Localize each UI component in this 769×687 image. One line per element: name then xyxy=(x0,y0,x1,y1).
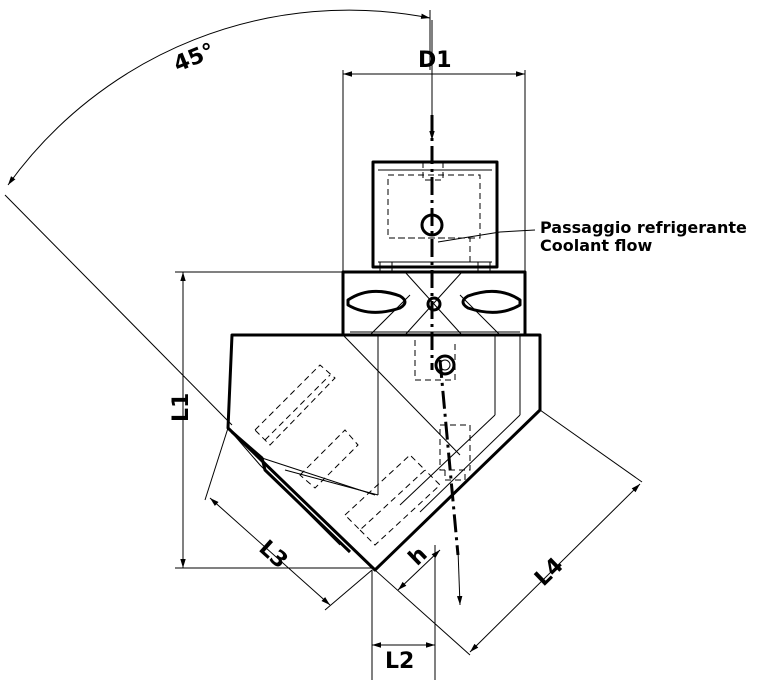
tool-shank xyxy=(371,160,499,273)
tool-flange xyxy=(341,270,527,337)
angle-label: 45° xyxy=(170,39,218,78)
coolant-label-it: Passaggio refrigerante xyxy=(540,218,747,237)
h-dimension: h xyxy=(397,542,441,591)
l1-label: L1 xyxy=(169,393,194,422)
coolant-label-en: Coolant flow xyxy=(540,236,652,255)
d1-dimension: D1 xyxy=(342,48,526,272)
l4-label: L4 xyxy=(530,553,568,591)
l3-dimension: L3 xyxy=(204,427,373,611)
h-label: h xyxy=(404,542,433,571)
tool-body xyxy=(226,294,542,572)
d1-label: D1 xyxy=(418,48,452,73)
angle-dimension: 45° xyxy=(4,9,431,426)
coolant-annotation: Passaggio refrigerante Coolant flow xyxy=(437,218,747,255)
centerlines xyxy=(429,20,463,606)
l2-label: L2 xyxy=(385,649,414,674)
l2-dimension: L2 xyxy=(371,545,436,680)
